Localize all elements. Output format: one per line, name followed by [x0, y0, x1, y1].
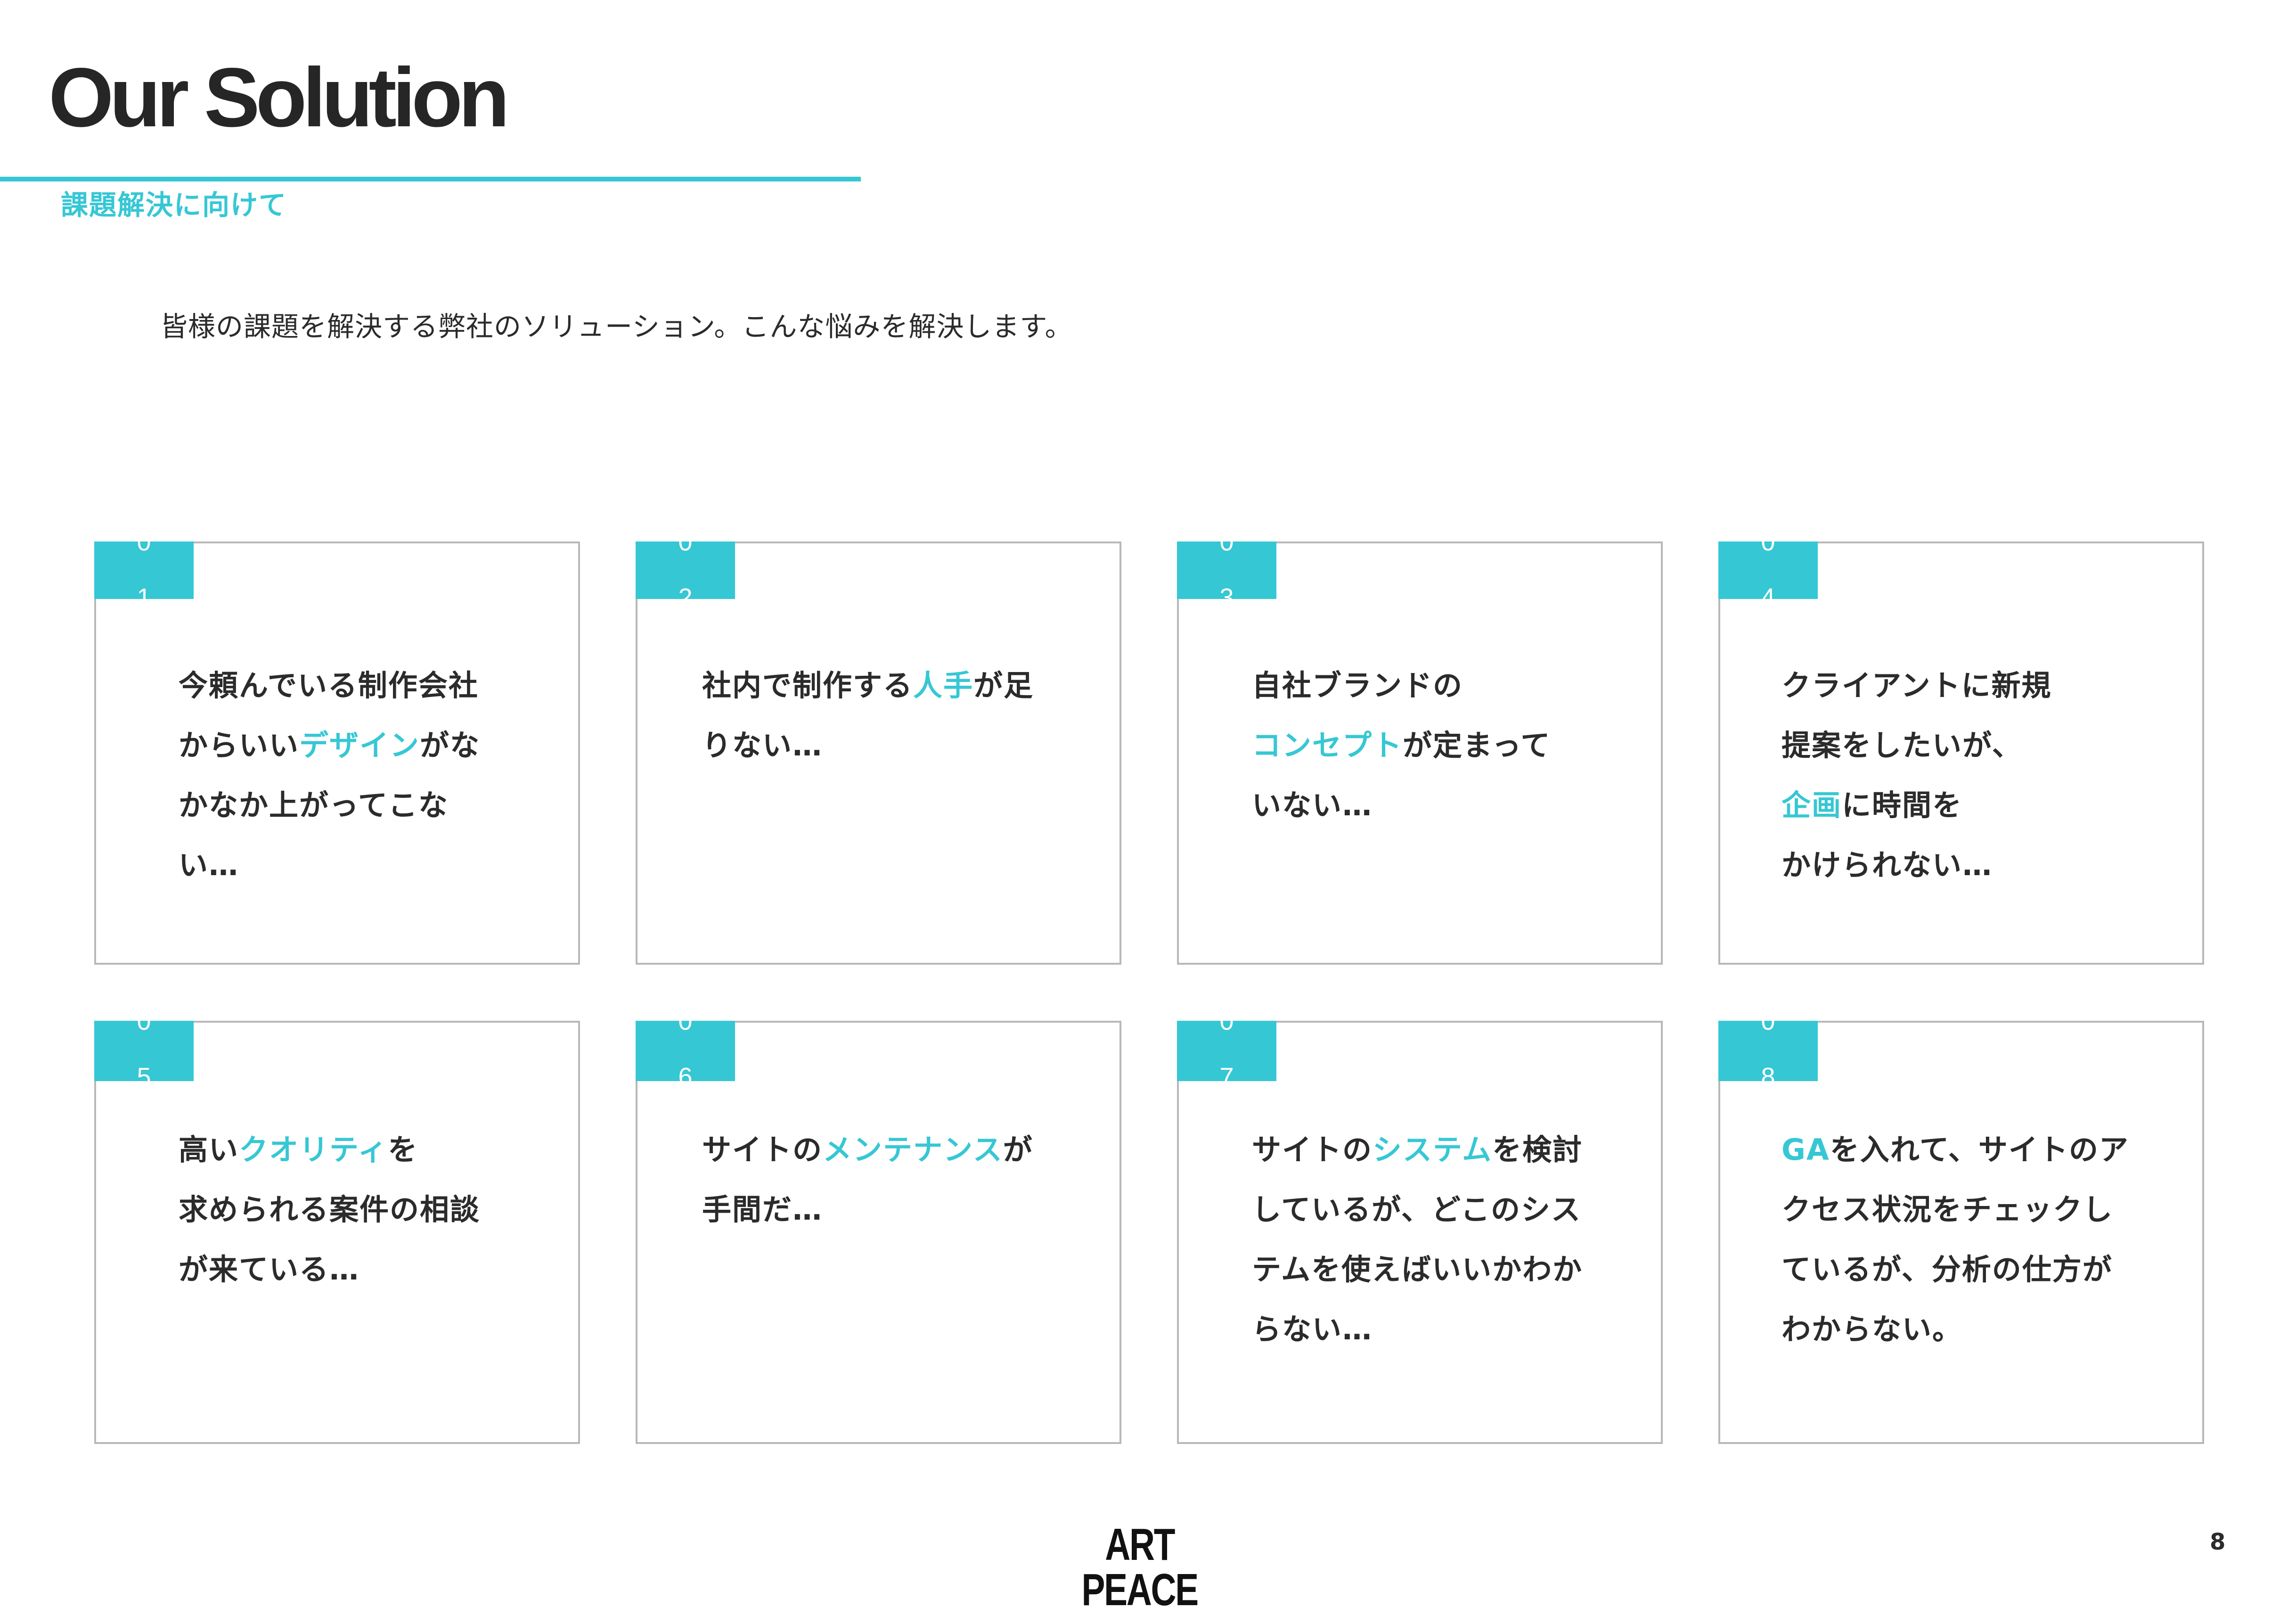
text-segment: クセス状況をチェックし: [1781, 1192, 2114, 1227]
text-segment: サイトの: [1252, 1132, 1373, 1167]
text-segment: いない…: [1252, 788, 1373, 822]
card-problem-text: サイトのシステムを検討しているが、どこのシステムを使えばいいかわからない…: [1252, 1120, 1583, 1359]
card-problem-text: GAを入れて、サイトのアクセス状況をチェックしているが、分析の仕方がわからない。: [1781, 1120, 2129, 1359]
page-number: 8: [2210, 1529, 2226, 1555]
text-segment: りない…: [702, 728, 823, 763]
title-underline: [0, 177, 861, 181]
card-number-tab: 07: [1177, 1021, 1276, 1081]
problem-card-03: 03 自社ブランドのコンセプトが定まっていない…: [1177, 541, 1663, 965]
card-number-tab: 06: [636, 1021, 735, 1081]
text-segment: 自社ブランドの: [1252, 668, 1463, 703]
problem-card-07: 07 サイトのシステムを検討しているが、どこのシステムを使えばいいかわからない…: [1177, 1021, 1663, 1444]
text-segment: が足: [973, 668, 1034, 703]
card-number: 04: [1761, 541, 1775, 599]
text-segment: が定まって: [1403, 728, 1551, 763]
card-number-tab: 01: [94, 541, 194, 599]
page-title: Our Solution: [49, 50, 510, 144]
text-segment: に時間を: [1842, 788, 1963, 822]
text-segment: 手間だ…: [702, 1192, 823, 1227]
text-segment: 求められる案件の相談: [179, 1192, 481, 1227]
text-segment: からいい: [179, 728, 300, 763]
card-number: 03: [1219, 541, 1234, 599]
highlight-keyword: GA: [1781, 1132, 1830, 1167]
highlight-keyword: コンセプト: [1252, 728, 1403, 763]
text-segment: がな: [420, 728, 481, 763]
highlight-keyword: システム: [1373, 1132, 1493, 1167]
card-problem-text: サイトのメンテナンスが手間だ…: [702, 1120, 1033, 1239]
text-segment: ているが、分析の仕方が: [1781, 1252, 2113, 1287]
card-number: 07: [1219, 1021, 1234, 1081]
card-number: 02: [678, 541, 693, 599]
text-segment: かなか上がってこな: [179, 788, 449, 822]
card-number: 05: [137, 1021, 151, 1081]
card-problem-text: 自社ブランドのコンセプトが定まっていない…: [1252, 656, 1551, 835]
card-problem-text: 高いクオリティを求められる案件の相談が来ている…: [179, 1120, 480, 1299]
problem-card-01: 01 今頼んでいる制作会社からいいデザインがなかなか上がってこない…: [94, 541, 580, 965]
text-segment: サイトの: [702, 1132, 823, 1167]
text-segment: 提案をしたいが、: [1781, 728, 2022, 763]
text-segment: 高い: [179, 1132, 239, 1167]
text-segment: を入れて、サイトのア: [1830, 1132, 2129, 1167]
brand-logo: ART PEACE: [1081, 1519, 1199, 1615]
text-segment: 今頼んでいる制作会社: [179, 668, 479, 703]
card-problem-text: 社内で制作する人手が足りない…: [702, 656, 1034, 775]
text-segment: を検討: [1492, 1132, 1583, 1167]
text-segment: い…: [179, 848, 239, 882]
section-subtitle: 課題解決に向けて: [61, 189, 287, 221]
problem-card-05: 05 高いクオリティを求められる案件の相談が来ている…: [94, 1021, 580, 1444]
highlight-keyword: メンテナンス: [823, 1132, 1003, 1167]
card-problem-text: 今頼んでいる制作会社からいいデザインがなかなか上がってこない…: [179, 656, 480, 895]
card-number-tab: 02: [636, 541, 735, 599]
card-number: 08: [1761, 1021, 1775, 1081]
text-segment: 社内で制作する: [702, 668, 914, 703]
card-number: 06: [678, 1021, 693, 1081]
card-number-tab: 08: [1718, 1021, 1818, 1081]
text-segment: かけられない…: [1781, 848, 1993, 882]
text-segment: を: [388, 1132, 418, 1167]
highlight-keyword: 人手: [913, 668, 974, 703]
text-segment: テムを使えばいいかわか: [1252, 1252, 1583, 1287]
text-segment: クライアントに新規: [1781, 668, 2052, 703]
card-number-tab: 04: [1718, 541, 1818, 599]
text-segment: が: [1003, 1132, 1033, 1167]
text-segment: わからない。: [1781, 1312, 1963, 1346]
text-segment: しているが、どこのシス: [1252, 1192, 1582, 1227]
card-number-tab: 03: [1177, 541, 1276, 599]
highlight-keyword: デザイン: [299, 728, 420, 763]
card-number: 01: [137, 541, 151, 599]
highlight-keyword: 企画: [1781, 788, 1842, 822]
card-problem-text: クライアントに新規提案をしたいが、企画に時間をかけられない…: [1781, 656, 2052, 895]
lead-text: 皆様の課題を解決する弊社のソリューション。こんな悩みを解決します。: [160, 311, 1073, 343]
text-segment: が来ている…: [179, 1252, 360, 1287]
highlight-keyword: クオリティ: [239, 1132, 388, 1167]
card-number-tab: 05: [94, 1021, 194, 1081]
text-segment: らない…: [1252, 1312, 1373, 1346]
